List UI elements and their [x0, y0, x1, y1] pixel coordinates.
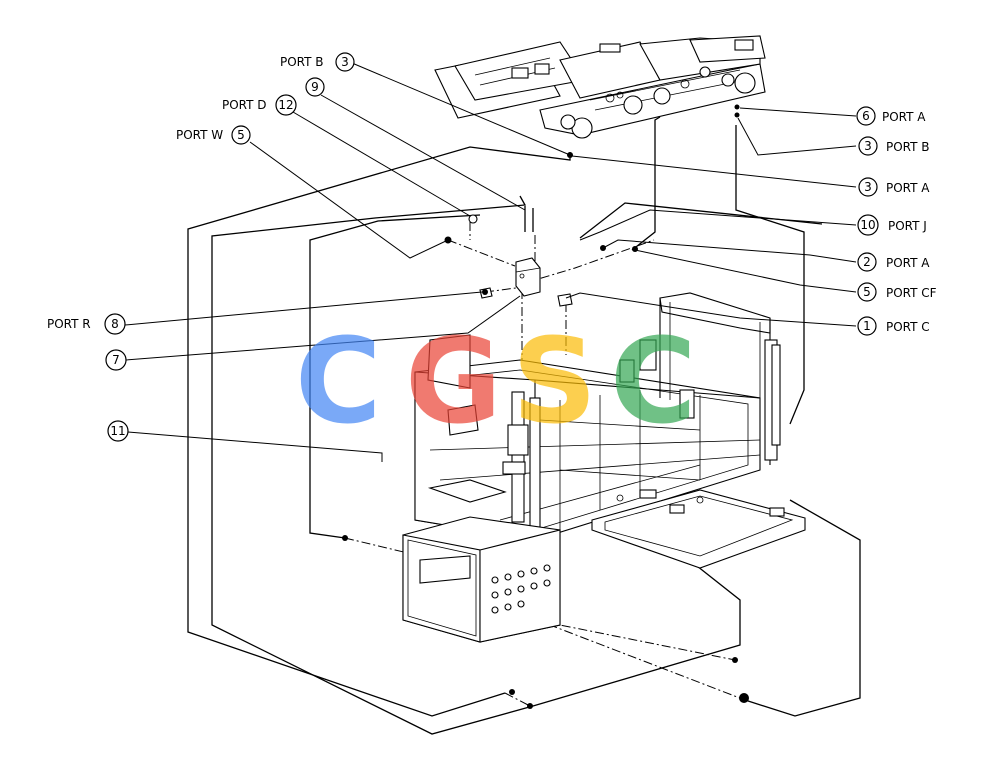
- callout-port-b-3-top-num: 3: [341, 55, 349, 69]
- callout-port-r-8-label: PORT R: [47, 317, 91, 331]
- callout-port-a-3-label: PORT A: [886, 181, 930, 195]
- callout-port-j-10-num: 10: [860, 218, 875, 232]
- callout-port-a-6-num: 6: [862, 109, 870, 123]
- callout-11: 11: [107, 420, 129, 442]
- callout-port-a-2: 2 PORT A: [857, 252, 930, 272]
- callout-11-num: 11: [110, 424, 125, 438]
- callout-port-d-12-label: PORT D: [222, 98, 267, 112]
- callout-port-d-12-num: 12: [278, 98, 293, 112]
- callout-port-cf-5-num: 5: [863, 285, 871, 299]
- callout-port-cf-5-label: PORT CF: [886, 286, 937, 300]
- watermark-letter-c1: C: [295, 312, 382, 450]
- callout-port-b-3-right-num: 3: [864, 139, 872, 153]
- callout-port-c-1-label: PORT C: [886, 320, 930, 334]
- callout-port-a-6-label: PORT A: [882, 110, 926, 124]
- callout-port-a-2-num: 2: [863, 255, 871, 269]
- callout-port-w-5: PORT W 5: [176, 125, 251, 145]
- cgsc-watermark: C G S C: [295, 312, 697, 450]
- callout-port-a-3-num: 3: [864, 180, 872, 194]
- callout-port-r-8-num: 8: [111, 317, 119, 331]
- central-valve-block: [479, 257, 573, 307]
- callout-port-b-3-top: PORT B 3: [280, 52, 355, 72]
- callout-port-d-12: PORT D 12: [222, 94, 297, 116]
- watermark-letter-g: G: [405, 312, 502, 450]
- callout-port-j-10: 10 PORT J: [857, 214, 927, 236]
- hose-routing: [187, 116, 861, 735]
- callout-port-c-1: 1 PORT C: [857, 316, 930, 336]
- callout-port-w-5-label: PORT W: [176, 128, 223, 142]
- lower-electrical-box: [402, 516, 561, 643]
- watermark-letter-s: S: [512, 312, 597, 450]
- callout-port-a-6: 6 PORT A: [856, 106, 926, 126]
- callout-port-b-3-right: 3 PORT B: [858, 136, 930, 156]
- upper-valve-manifold: [434, 35, 766, 139]
- fittings: [342, 104, 749, 709]
- callout-port-r-8: PORT R 8: [47, 313, 126, 335]
- callout-port-j-10-label: PORT J: [888, 219, 927, 233]
- main-frame: [414, 292, 806, 569]
- callout-port-cf-5: 5 PORT CF: [857, 282, 937, 302]
- callout-port-a-3: 3 PORT A: [858, 177, 930, 197]
- callout-port-a-2-label: PORT A: [886, 256, 930, 270]
- callout-7: 7: [105, 349, 127, 371]
- callout-port-b-3-right-label: PORT B: [886, 140, 930, 154]
- watermark-letter-c2: C: [610, 312, 697, 450]
- callout-port-c-1-num: 1: [863, 319, 871, 333]
- leader-lines: [124, 62, 857, 462]
- callout-9-num: 9: [311, 80, 319, 94]
- callout-port-w-5-num: 5: [237, 128, 245, 142]
- callout-port-b-3-top-label: PORT B: [280, 55, 324, 69]
- callout-9: 9: [305, 77, 325, 97]
- callout-7-num: 7: [112, 353, 120, 367]
